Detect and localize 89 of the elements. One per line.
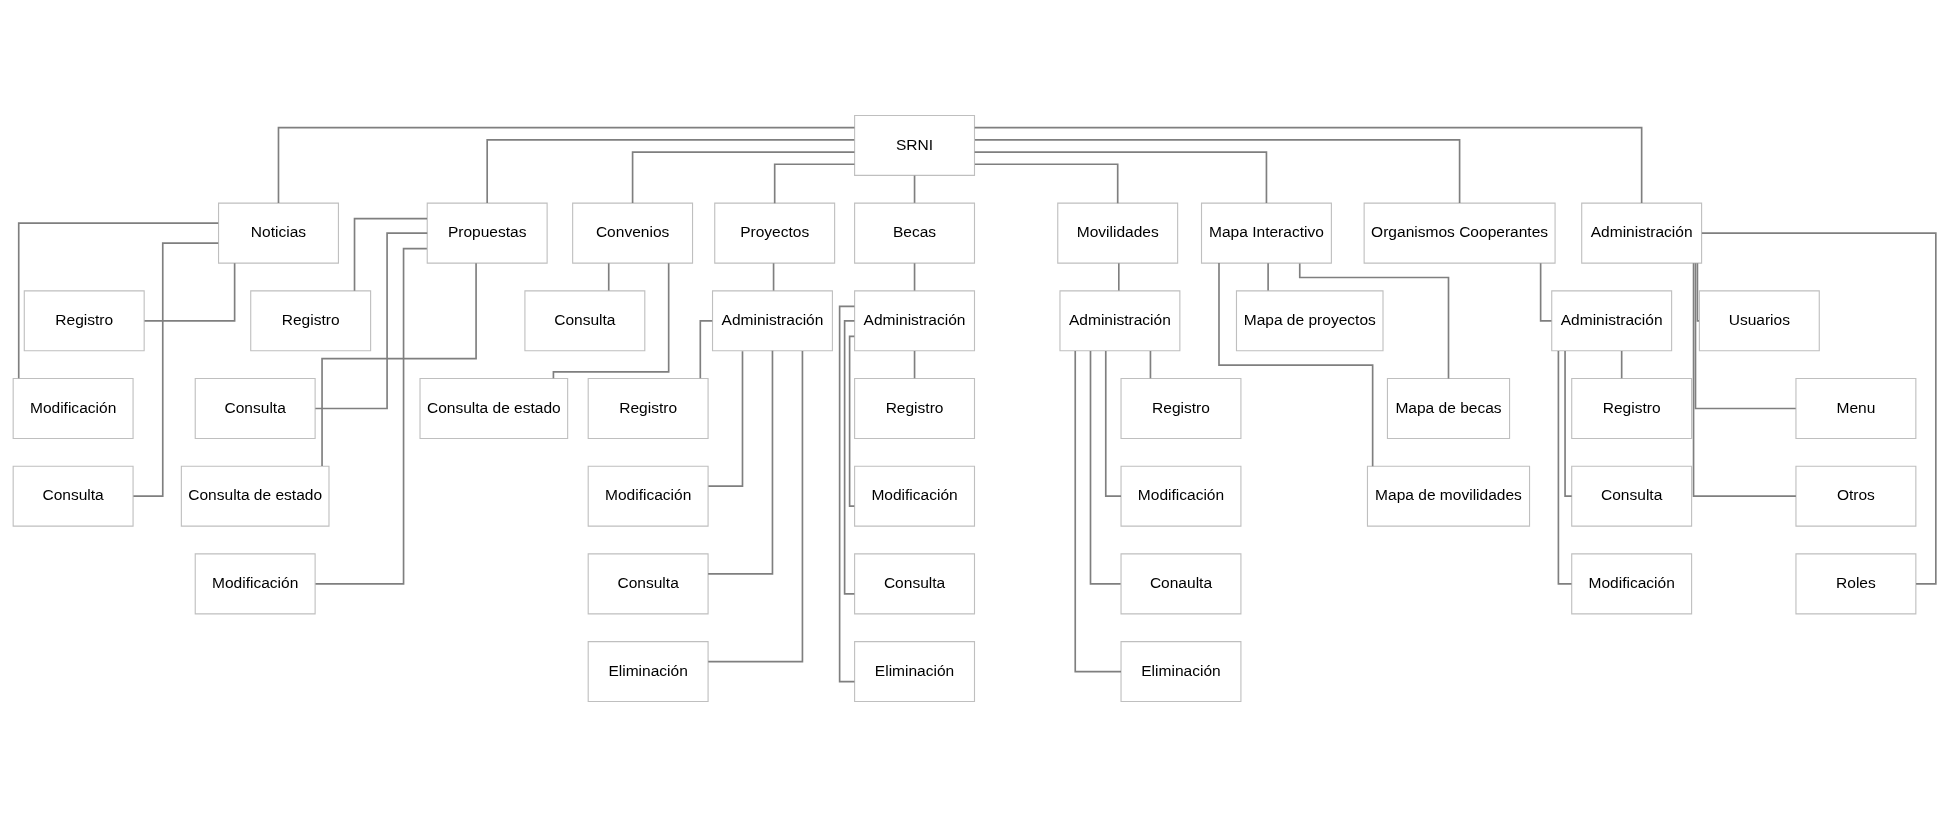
node-box: Registro	[23, 289, 145, 351]
node-box: Proyectos	[714, 202, 836, 264]
connector	[277, 126, 856, 204]
node-box: Administración	[1551, 289, 1673, 351]
node-box: Administración	[711, 289, 833, 351]
node-box: Registro	[1120, 377, 1242, 439]
node-box: Otros	[1795, 465, 1917, 527]
node-box: Administración	[854, 289, 976, 351]
connector	[1692, 261, 1797, 497]
connector	[773, 162, 856, 204]
connector	[1539, 261, 1553, 322]
connector	[1218, 261, 1374, 467]
connector	[132, 241, 220, 497]
node-box: Menu	[1795, 377, 1917, 439]
node-box: Movilidades	[1057, 202, 1179, 264]
connector	[321, 261, 477, 467]
node-box: Registro	[854, 377, 976, 439]
connector	[1564, 349, 1573, 497]
connector	[314, 231, 429, 409]
node-box: Roles	[1795, 552, 1917, 614]
node-box: Conaulta	[1120, 552, 1242, 614]
connector	[699, 319, 714, 379]
node-box: Administración	[1059, 289, 1181, 351]
connector	[1074, 349, 1122, 672]
connector	[974, 162, 1119, 204]
node-box: SRNI	[854, 114, 976, 176]
connector	[838, 305, 856, 682]
connector	[973, 126, 1643, 204]
node-box: Modificación	[12, 377, 134, 439]
node-box: Modificación	[1571, 552, 1693, 614]
connector	[552, 261, 670, 379]
connector	[1696, 261, 1700, 322]
connector	[143, 261, 236, 322]
node-box: Organismos Cooperantes	[1363, 202, 1556, 264]
connector	[913, 349, 916, 379]
connector	[1298, 262, 1450, 379]
node-box: Registro	[1571, 377, 1693, 439]
node-box: Noticias	[218, 202, 339, 264]
connector	[486, 138, 856, 204]
node-box: Administración	[1581, 202, 1703, 264]
node-box: Consulta de estado	[180, 465, 330, 527]
node-box: Consulta	[854, 552, 976, 614]
connector	[707, 349, 774, 575]
connector	[843, 319, 856, 595]
node-box: Convenios	[572, 202, 694, 264]
connector	[1267, 261, 1269, 291]
node-box: Registro	[250, 289, 372, 351]
connector	[607, 261, 610, 291]
connector	[353, 217, 428, 292]
connector	[707, 349, 744, 487]
node-box: Usuarios	[1698, 289, 1820, 351]
connector	[1089, 349, 1122, 585]
connector	[1701, 231, 1937, 585]
connector	[1117, 261, 1120, 291]
node-box: Mapa de proyectos	[1235, 289, 1384, 351]
connector	[913, 174, 916, 204]
connector	[1694, 261, 1797, 409]
node-box: Mapa Interactivo	[1200, 202, 1332, 264]
node-box: Consulta	[12, 465, 134, 527]
node-box: Mapa de becas	[1386, 377, 1511, 439]
node-box: Consulta	[524, 289, 646, 351]
node-box: Registro	[587, 377, 709, 439]
node-box: Eliminación	[587, 640, 709, 702]
connector	[17, 221, 220, 379]
connector	[314, 247, 428, 585]
connector	[631, 150, 856, 204]
node-box: Modificación	[194, 552, 316, 614]
connector	[848, 335, 856, 507]
node-box: Becas	[854, 202, 976, 264]
connector	[974, 138, 1461, 204]
node-box: Modificación	[587, 465, 709, 527]
connector	[973, 150, 1268, 204]
connector	[1557, 349, 1573, 585]
connector	[1620, 349, 1623, 379]
connector	[707, 349, 804, 662]
connector	[772, 261, 775, 291]
node-box: Propuestas	[426, 202, 548, 264]
node-box: Eliminación	[1120, 640, 1242, 702]
node-box: Consulta	[587, 552, 709, 614]
node-box: Modificación	[854, 465, 976, 527]
node-box: Consulta	[194, 377, 316, 439]
connector	[1149, 349, 1152, 379]
connector	[913, 261, 916, 291]
connector	[1104, 349, 1122, 497]
node-box: Eliminación	[854, 640, 976, 702]
node-box: Mapa de movilidades	[1366, 465, 1531, 527]
node-box: Consulta	[1571, 465, 1693, 527]
node-box: Modificación	[1120, 465, 1242, 527]
node-box: Consulta de estado	[419, 377, 569, 439]
